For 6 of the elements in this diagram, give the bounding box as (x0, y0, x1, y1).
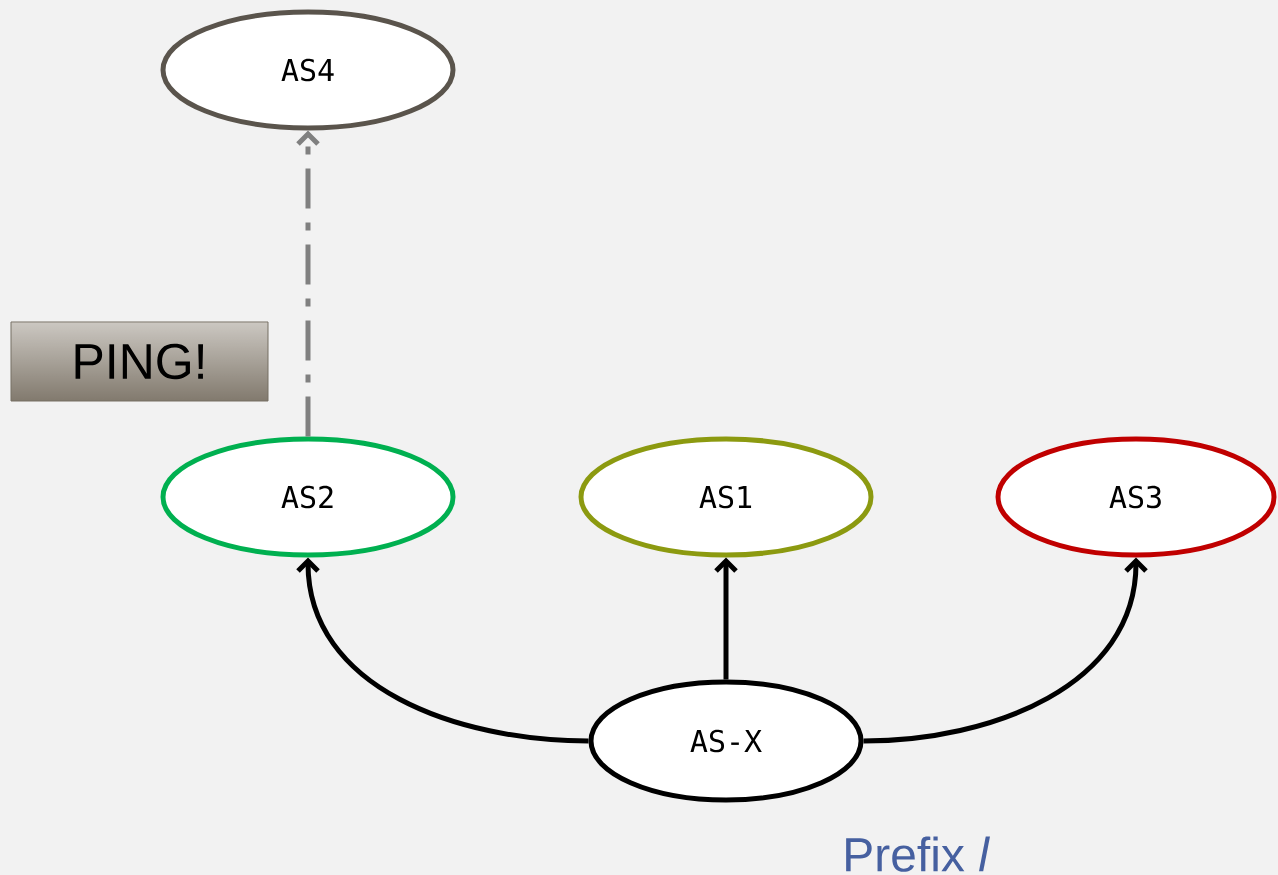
label-box: PING! (10, 321, 269, 402)
arrow (714, 557, 738, 680)
arrow (296, 557, 589, 744)
arrow (863, 557, 1148, 744)
arrow (296, 130, 320, 437)
caption-text: Prefix l (846, 836, 990, 872)
